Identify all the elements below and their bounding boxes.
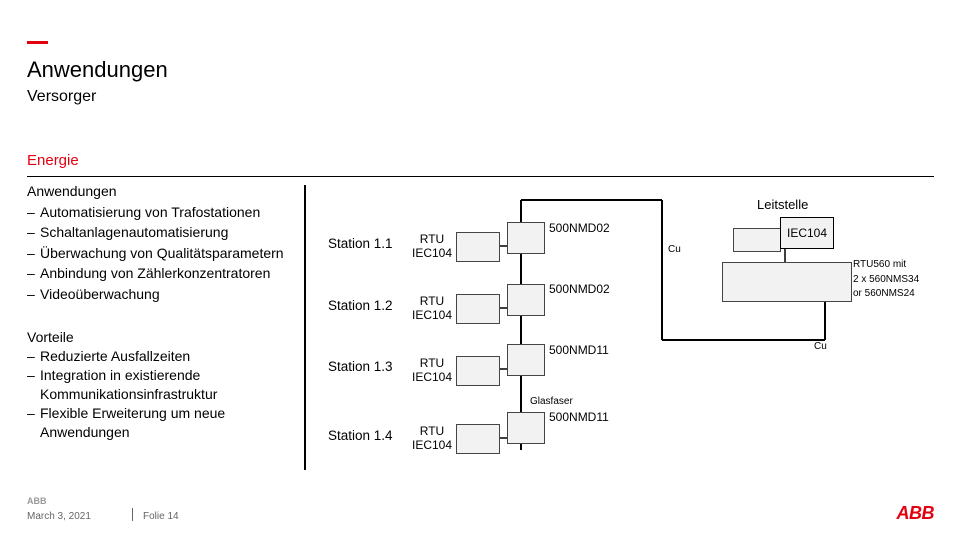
rtu-label-box: RTU IEC104 bbox=[410, 424, 454, 457]
list-item: Anbindung von Zählerkonzentratoren bbox=[27, 263, 297, 284]
section-divider bbox=[27, 176, 934, 177]
station-label: Station 1.3 bbox=[328, 359, 393, 374]
advantages-heading: Vorteile bbox=[27, 329, 74, 345]
station-label: Station 1.4 bbox=[328, 428, 393, 443]
station-label: Station 1.2 bbox=[328, 298, 393, 313]
page-title: Anwendungen bbox=[27, 57, 168, 82]
list-item: Reduzierte Ausfallzeiten bbox=[27, 347, 257, 366]
list-item: Videoüberwachung bbox=[27, 284, 297, 305]
fiber-label: Glasfaser bbox=[530, 396, 573, 407]
rtu560-description: RTU560 mit 2 x 560NMS34 or 560NMS24 bbox=[853, 258, 919, 302]
footer-date: March 3, 2021 bbox=[27, 511, 91, 522]
rtu-unit: RTU IEC104 bbox=[410, 356, 454, 389]
rtu560-line: RTU560 mit bbox=[853, 259, 907, 270]
device-label: 500NMD02 bbox=[549, 221, 610, 235]
rtu-unit: RTU IEC104 bbox=[410, 294, 454, 327]
control-center-device-icon bbox=[733, 228, 781, 252]
device-label: 500NMD02 bbox=[549, 282, 610, 296]
rtu-protocol: IEC104 bbox=[411, 438, 453, 452]
section-heading: Energie bbox=[27, 152, 79, 169]
network-device-icon bbox=[507, 222, 545, 254]
list-item: Schaltanlagenautomatisierung bbox=[27, 222, 297, 243]
rtu560-line: or 560NMS24 bbox=[853, 288, 915, 299]
footer-divider bbox=[132, 508, 133, 521]
advantages-list: Reduzierte Ausfallzeiten Integration in … bbox=[27, 347, 257, 442]
network-device-icon bbox=[507, 412, 545, 444]
accent-bar bbox=[27, 41, 48, 44]
list-item: Überwachung von Qualitätsparametern bbox=[27, 243, 297, 264]
page-subtitle: Versorger bbox=[27, 88, 97, 105]
device-label: 500NMD11 bbox=[549, 410, 609, 424]
copper-label: Cu bbox=[668, 244, 681, 255]
rtu-label: RTU bbox=[419, 356, 445, 370]
rtu-unit: RTU IEC104 bbox=[410, 424, 454, 457]
rtu-device-icon bbox=[456, 294, 500, 324]
network-device-icon bbox=[507, 344, 545, 376]
rtu-device-icon bbox=[456, 232, 500, 262]
control-center-monitor: IEC104 bbox=[780, 217, 834, 249]
list-item: Automatisierung von Trafostationen bbox=[27, 202, 297, 223]
rtu560-rack-icon bbox=[722, 262, 852, 302]
device-label: 500NMD11 bbox=[549, 343, 609, 357]
rtu-label-box: RTU IEC104 bbox=[410, 232, 454, 265]
rtu-label: RTU bbox=[419, 424, 445, 438]
rtu-unit: RTU IEC104 bbox=[410, 232, 454, 265]
vertical-divider bbox=[304, 185, 306, 470]
network-device-icon bbox=[507, 284, 545, 316]
rtu-device-icon bbox=[456, 424, 500, 454]
footer-logo: ABB bbox=[27, 496, 47, 506]
footer-page: Folie 14 bbox=[143, 511, 179, 522]
rtu-protocol: IEC104 bbox=[411, 308, 453, 322]
rtu-label-box: RTU IEC104 bbox=[410, 294, 454, 327]
rtu560-line: 2 x 560NMS34 bbox=[853, 273, 920, 285]
applications-block: Anwendungen Automatisierung von Trafosta… bbox=[27, 181, 297, 305]
advantages-block: Vorteile Reduzierte Ausfallzeiten Integr… bbox=[27, 328, 257, 442]
rtu-protocol: IEC104 bbox=[411, 246, 453, 260]
station-label: Station 1.1 bbox=[328, 236, 393, 251]
rtu-device-icon bbox=[456, 356, 500, 386]
rtu-label-box: RTU IEC104 bbox=[410, 356, 454, 389]
applications-list: Automatisierung von Trafostationen Schal… bbox=[27, 202, 297, 305]
rtu-label: RTU bbox=[419, 232, 445, 246]
list-item: Integration in existierende Kommunikatio… bbox=[27, 366, 257, 404]
abb-logo: ABB bbox=[896, 503, 935, 523]
copper-label: Cu bbox=[814, 341, 827, 352]
rtu-label: RTU bbox=[419, 294, 445, 308]
control-center-label: Leitstelle bbox=[757, 197, 809, 212]
rtu-protocol: IEC104 bbox=[411, 370, 453, 384]
list-item: Flexible Erweiterung um neue Anwendungen bbox=[27, 404, 257, 442]
applications-heading: Anwendungen bbox=[27, 183, 117, 199]
